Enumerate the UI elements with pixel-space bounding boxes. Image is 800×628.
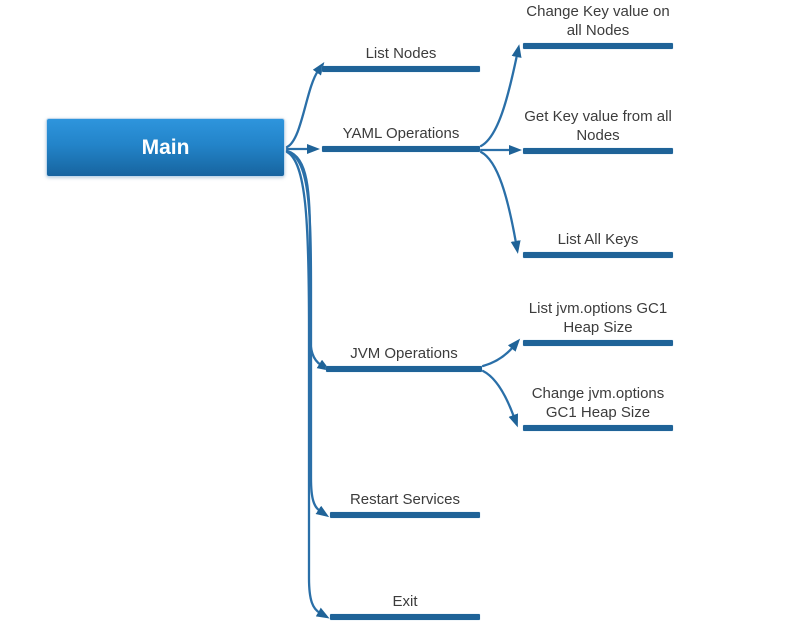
node-get-key-value: Get Key value from all Nodes xyxy=(508,107,688,154)
node-underline xyxy=(326,366,482,372)
node-label: Change jvm.options GC1 Heap Size xyxy=(531,385,665,421)
node-list-heap-size: List jvm.options GC1 Heap Size xyxy=(508,299,688,346)
node-label: List All Keys xyxy=(557,231,639,248)
connector-main-to-exit xyxy=(285,150,330,619)
node-underline xyxy=(523,148,673,154)
connector-jvm-to-list-heap-size xyxy=(481,338,521,368)
node-label: List jvm.options GC1 Heap Size xyxy=(528,300,668,336)
node-list-nodes: List Nodes xyxy=(307,44,495,72)
node-label: Get Key value from all Nodes xyxy=(524,108,672,144)
node-label: List Nodes xyxy=(365,45,437,62)
node-change-key-value: Change Key value on all Nodes xyxy=(508,2,688,49)
node-main-label: Main xyxy=(141,135,190,159)
connector-main-to-list-nodes xyxy=(285,62,325,149)
node-main: Main xyxy=(46,118,285,177)
connector-main-to-restart-services xyxy=(285,149,330,518)
node-underline xyxy=(330,512,480,518)
node-list-all-keys: List All Keys xyxy=(508,230,688,258)
node-label: Exit xyxy=(392,593,418,610)
node-yaml-operations: YAML Operations xyxy=(307,124,495,152)
node-underline xyxy=(322,66,480,72)
node-underline xyxy=(322,146,480,152)
node-underline xyxy=(523,425,673,431)
node-label: Change Key value on all Nodes xyxy=(526,3,670,39)
node-exit: Exit xyxy=(315,592,495,620)
node-label: JVM Operations xyxy=(350,345,458,362)
node-underline xyxy=(523,43,673,49)
node-label: YAML Operations xyxy=(342,125,460,142)
connector-yaml-to-list-all-keys xyxy=(479,150,521,254)
connector-main-to-jvm-operations xyxy=(285,149,331,371)
node-restart-services: Restart Services xyxy=(315,490,495,518)
node-jvm-operations: JVM Operations xyxy=(311,344,497,372)
node-change-heap-size: Change jvm.options GC1 Heap Size xyxy=(508,384,688,431)
connector-jvm-to-change-heap-size xyxy=(481,369,518,428)
node-underline xyxy=(523,340,673,346)
node-label: Restart Services xyxy=(349,491,461,508)
node-underline xyxy=(330,614,480,620)
connector-yaml-to-change-key xyxy=(479,44,522,148)
node-underline xyxy=(523,252,673,258)
